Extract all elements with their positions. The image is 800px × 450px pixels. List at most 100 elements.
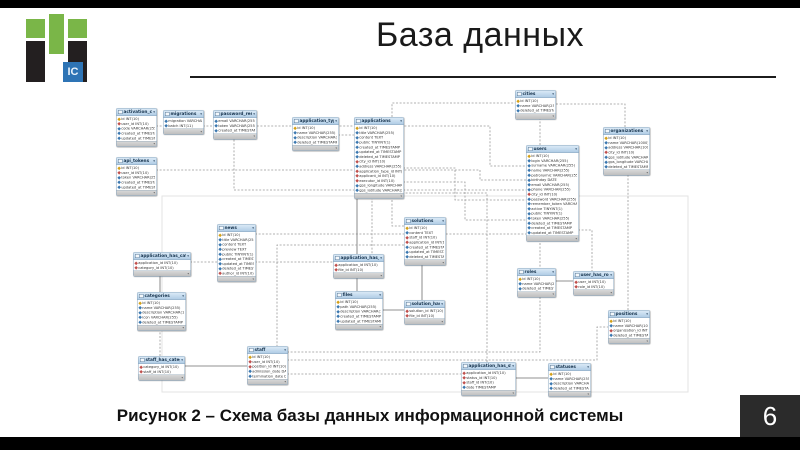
column-icon — [527, 168, 531, 172]
column-icon — [293, 135, 297, 140]
collapse-icon: ▾ — [646, 312, 648, 316]
field-text: code VARCHAR(255) — [121, 126, 155, 131]
table-staff: staff▾id INT(10)user_id INT(10)position_… — [247, 346, 288, 385]
field-text: staff_id INT(10) — [409, 235, 437, 240]
table-footer: ▾ — [517, 291, 556, 297]
table-field: updated_at TIMESTAMP — [117, 185, 157, 190]
column-icon — [549, 381, 553, 386]
column-icon — [527, 216, 531, 220]
primary-key-icon — [248, 355, 252, 359]
column-icon — [355, 150, 359, 154]
field-text: updated_at TIMESTAMP — [359, 149, 402, 155]
table-field: content TEXT — [405, 230, 446, 235]
table-icon — [406, 219, 411, 223]
table-field: created_at TIMESTAMP — [214, 128, 257, 133]
field-text: id INT(10) — [142, 300, 160, 306]
column-icon — [355, 145, 359, 149]
column-icon — [527, 231, 531, 235]
column-icon — [527, 207, 531, 211]
table-files: files▾id INT(10)path VARCHAR(255)descrip… — [335, 291, 383, 330]
field-text: token VARCHAR(255) — [531, 216, 570, 221]
foreign-key-icon — [139, 370, 143, 374]
foreign-key-icon — [134, 261, 138, 265]
collapse-icon: ▾ — [400, 119, 402, 123]
table-field: email VARCHAR(255) — [214, 119, 257, 124]
foreign-key-icon — [218, 271, 222, 275]
field-text: created_at TIMESTAMP — [531, 225, 573, 231]
table-name: api_tokens — [123, 158, 150, 164]
column-icon — [248, 369, 252, 373]
table-field: created_at TIMESTAMP — [336, 314, 383, 319]
table-header: staff▾ — [247, 346, 288, 354]
table-field: created_at TIMESTAMP — [527, 225, 579, 230]
table-activation_codes: activation_codes▾id INT(10)user_id INT(1… — [116, 108, 157, 147]
table-columns: id INT(10)title VARCHAR(255)content TEXT… — [355, 125, 404, 193]
table-footer: ▾ — [573, 289, 614, 296]
table-footer: ▾ — [163, 128, 204, 135]
table-header: solution_has_files▾ — [404, 300, 445, 308]
table-field: remember_token VARCHAR(100) — [527, 201, 579, 206]
field-text: public TINYINT(1) — [531, 211, 563, 216]
table-columns: id INT(10)path VARCHAR(255)description V… — [336, 299, 383, 324]
table-field: id INT(10) — [527, 154, 579, 159]
column-icon — [405, 255, 409, 259]
table-field: name VARCHAR(255) — [549, 376, 591, 381]
table-footer: ▾ — [515, 113, 556, 119]
collapse-icon: ▾ — [552, 92, 554, 96]
table-name: solutions — [411, 218, 434, 224]
field-text: position_id INT(10) — [252, 364, 286, 369]
column-icon — [214, 124, 218, 128]
table-field: user_id INT(10) — [574, 280, 614, 285]
table-field: staff_id INT(10) — [462, 380, 516, 385]
table-field: file_id INT(10) — [334, 267, 384, 272]
field-text: description VARCHAR(1000) — [553, 381, 589, 386]
field-text: deleted_at TIMESTAMP — [520, 108, 554, 113]
table-name: staff_has_categories — [145, 357, 181, 363]
table-footer: ▾ — [404, 318, 445, 325]
table-field: token VARCHAR(255) — [527, 216, 579, 221]
table-icon — [219, 226, 224, 230]
column-icon — [604, 145, 608, 150]
table-icon — [335, 256, 340, 260]
table-name: staff — [254, 347, 266, 353]
foreign-key-icon — [355, 174, 359, 178]
table-icon — [135, 254, 140, 258]
table-icon — [118, 110, 123, 114]
field-text: login VARCHAR(255) — [531, 158, 568, 163]
field-text: application_id INT(10) — [409, 240, 444, 245]
primary-key-icon — [138, 301, 142, 305]
field-text: termination_date DATE — [252, 373, 286, 379]
table-columns: id INT(10)name VARCHAR(255)deleted_at TI… — [518, 276, 556, 291]
column-icon — [218, 247, 222, 251]
table-header: api_tokens▾ — [116, 157, 157, 165]
table-field: application_id INT(10) — [134, 261, 191, 266]
table-field: description VARCHAR(1000) — [336, 309, 383, 314]
column-icon — [214, 128, 218, 133]
column-icon — [164, 124, 168, 128]
field-text: id INT(10) — [252, 354, 270, 360]
foreign-key-icon — [405, 314, 409, 318]
table-field: token VARCHAR(255) — [117, 175, 157, 180]
column-icon — [527, 163, 531, 168]
foreign-key-icon — [248, 364, 252, 369]
table-field: gps_longitude VARCHAR(255) — [355, 183, 404, 188]
field-text: id INT(10) — [222, 232, 240, 238]
slide-title: База данных — [375, 16, 585, 54]
column-icon — [138, 310, 142, 315]
relationship-line — [403, 192, 488, 362]
table-field: category_id INT(10) — [134, 265, 191, 270]
field-text: updated_at TIMESTAMP — [340, 318, 381, 324]
column-icon — [527, 187, 531, 192]
table-field: title VARCHAR(255) — [355, 130, 404, 135]
table-field: id INT(10) — [604, 136, 650, 141]
collapse-icon: ▾ — [610, 273, 612, 277]
table-field: created_at TIMESTAMP — [117, 180, 157, 185]
collapse-icon: ▾ — [552, 270, 554, 274]
column-icon — [604, 165, 608, 169]
table-user_has_roles: user_has_roles▾user_id INT(10)role_id IN… — [573, 271, 614, 296]
column-icon — [293, 140, 297, 144]
table-roles: roles▾id INT(10)name VARCHAR(255)deleted… — [517, 268, 556, 298]
